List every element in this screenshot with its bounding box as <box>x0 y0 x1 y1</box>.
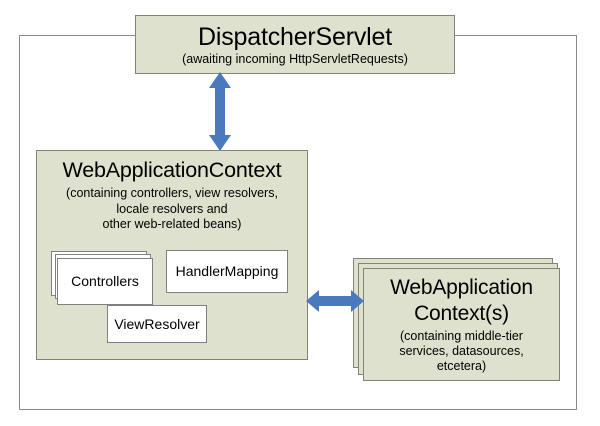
handler-mapping-box[interactable]: HandlerMapping <box>166 250 288 293</box>
context-to-root-contexts-arrow <box>306 290 364 312</box>
handler-mapping-label: HandlerMapping <box>175 263 279 279</box>
view-resolver-label: ViewResolver <box>114 315 200 332</box>
root-contexts-title: WebApplication Context(s) <box>390 276 533 325</box>
dispatcher-servlet-title: DispatcherServlet <box>198 22 392 51</box>
root-contexts-subtitle: (containing middle-tier services, dataso… <box>399 329 524 373</box>
web-application-context-subtitle: (containing controllers, view resolvers,… <box>66 186 278 231</box>
controllers-label: Controllers <box>71 273 139 289</box>
dispatcher-servlet-box[interactable]: DispatcherServlet (awaiting incoming Htt… <box>135 15 455 74</box>
dispatcher-servlet-subtitle: (awaiting incoming HttpServletRequests) <box>182 51 408 66</box>
view-resolver-box[interactable]: ViewResolver <box>107 305 207 343</box>
dispatcher-to-context-arrow <box>209 72 231 151</box>
root-web-application-contexts-box[interactable]: WebApplication Context(s) (containing mi… <box>363 268 560 381</box>
web-application-context-title: WebApplicationContext <box>62 158 282 182</box>
controllers-box[interactable]: Controllers <box>57 258 153 305</box>
